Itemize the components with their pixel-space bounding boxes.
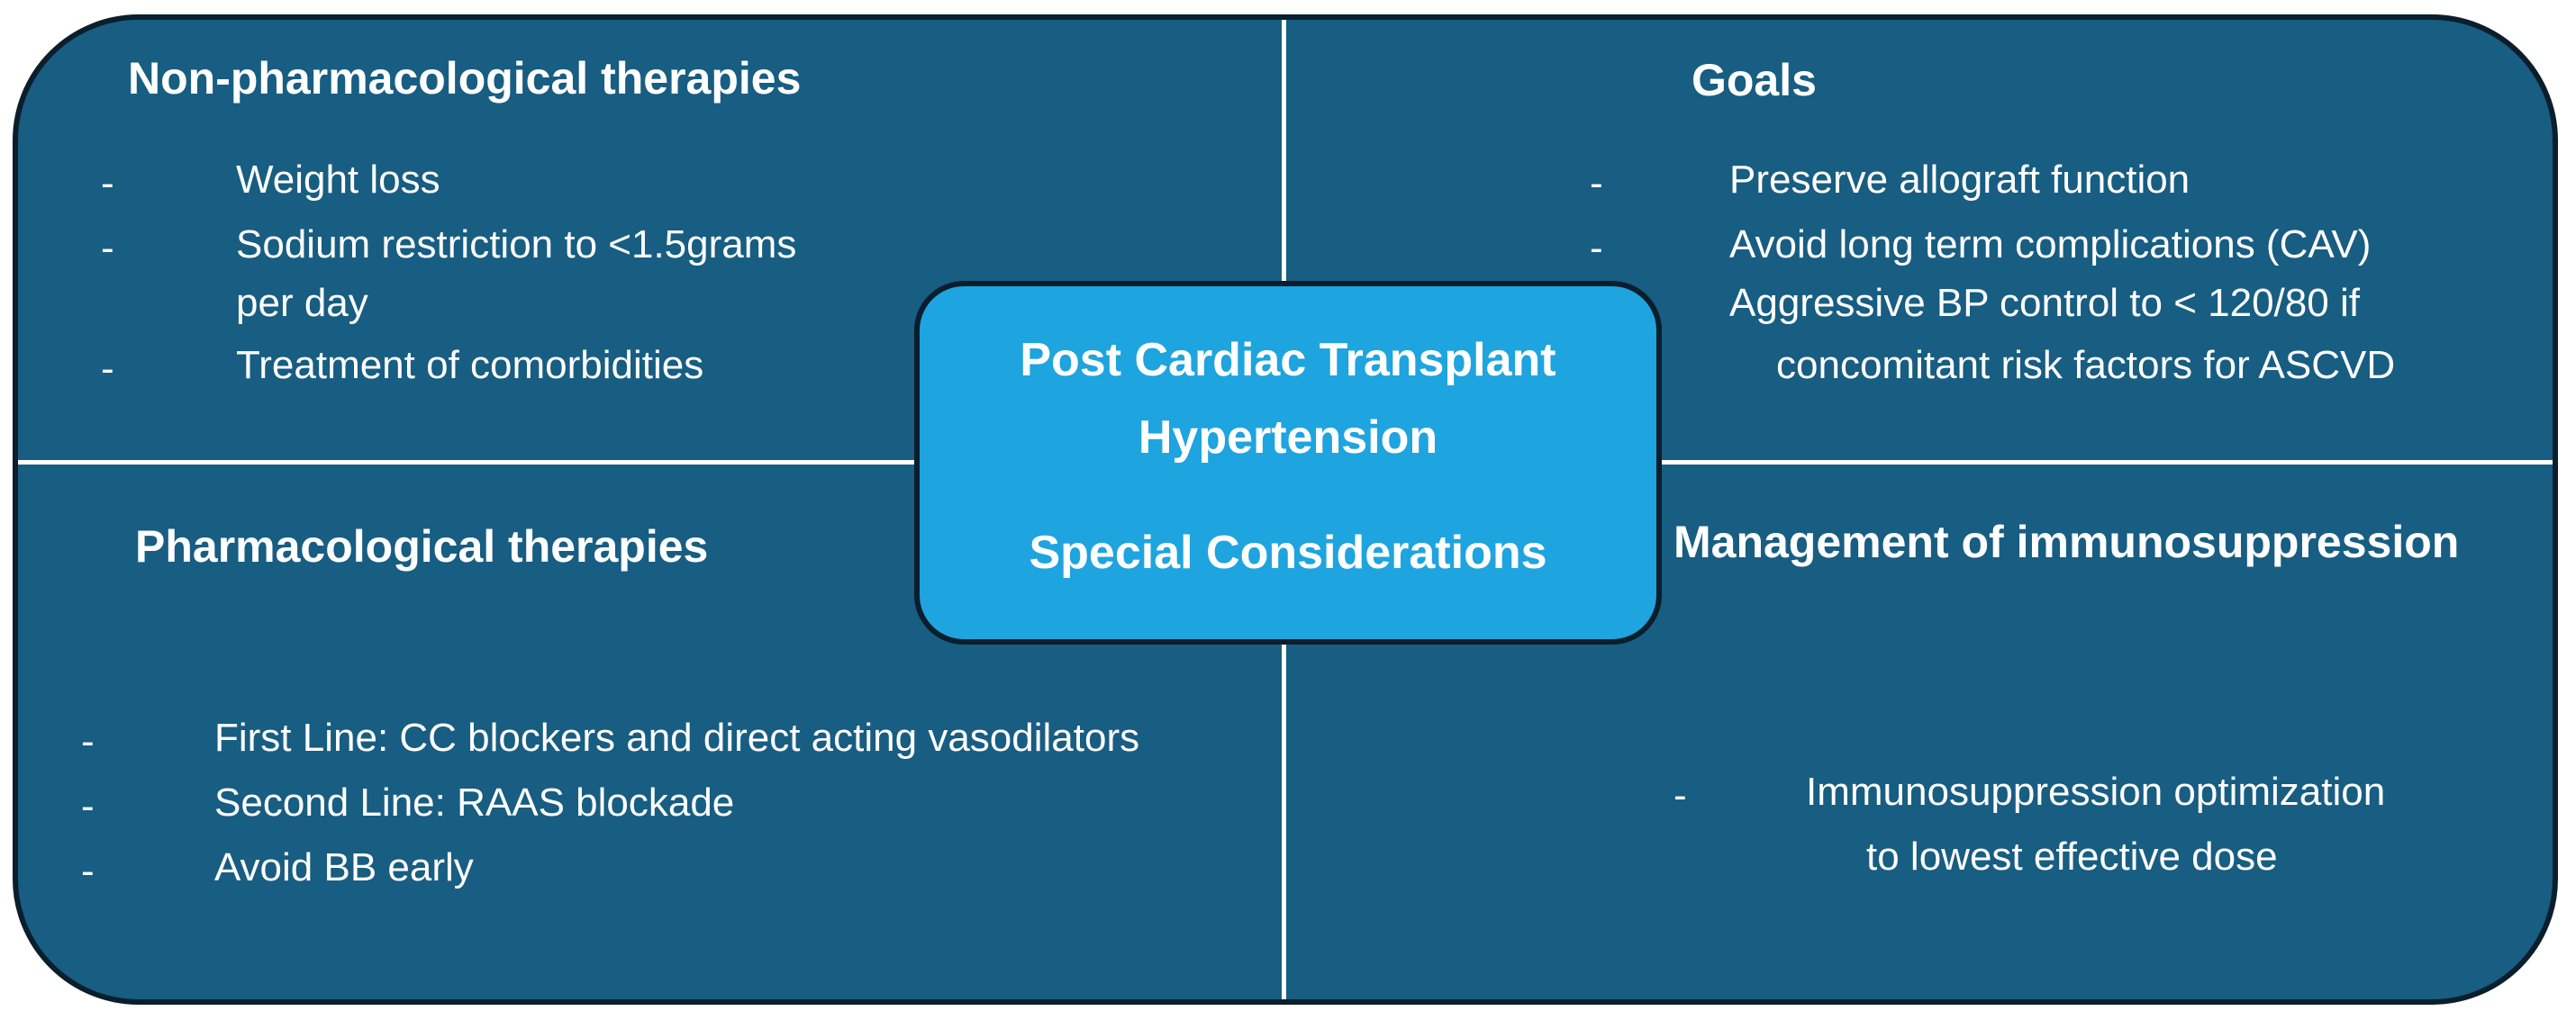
bullet-dash: - <box>101 161 114 205</box>
list-item-sodium-restriction: Sodium restriction to <1.5grams <box>236 222 797 266</box>
bullet-dash: - <box>1590 161 1603 205</box>
bullet-dash: - <box>81 849 95 893</box>
list-item-first-line: First Line: CC blockers and direct actin… <box>214 716 1140 760</box>
list-item-immunosuppression-optimization: Immunosuppression optimization <box>1806 770 2386 814</box>
immunosuppression-heading: Management of immunosuppression <box>1673 517 2460 567</box>
bullet-dash: - <box>1590 226 1603 270</box>
list-item-sodium-restriction-cont: per day <box>236 281 368 325</box>
bullet-dash: - <box>81 784 95 828</box>
center-title-line1: Post Cardiac Transplant <box>1020 334 1556 386</box>
goals-heading: Goals <box>1692 55 1817 105</box>
list-item-second-line: Second Line: RAAS blockade <box>214 781 735 825</box>
list-item-aggressive-bp: Aggressive BP control to < 120/80 if <box>1729 281 2360 325</box>
center-title-box: Post Cardiac Transplant Hypertension Spe… <box>914 281 1662 645</box>
list-item-preserve-allograft: Preserve allograft function <box>1729 158 2191 202</box>
non-pharmacological-heading: Non-pharmacological therapies <box>128 53 802 104</box>
center-subtitle: Special Considerations <box>1029 527 1547 579</box>
list-item-comorbidities: Treatment of comorbidities <box>236 343 704 387</box>
bullet-dash: - <box>101 347 114 391</box>
diagram-panel: Non-pharmacological therapies - Weight l… <box>13 14 2558 1005</box>
pharmacological-heading: Pharmacological therapies <box>135 521 709 572</box>
list-item-weight-loss: Weight loss <box>236 158 440 202</box>
bullet-dash: - <box>81 719 95 763</box>
bullet-dash: - <box>101 226 114 270</box>
list-item-aggressive-bp-cont: concomitant risk factors for ASCVD <box>1776 343 2396 387</box>
list-item-avoid-complications: Avoid long term complications (CAV) <box>1729 222 2372 266</box>
list-item-avoid-bb: Avoid BB early <box>214 845 474 889</box>
center-title-line2: Hypertension <box>1138 411 1438 464</box>
list-item-immunosuppression-dose: to lowest effective dose <box>1866 835 2278 879</box>
bullet-dash: - <box>1673 773 1687 817</box>
